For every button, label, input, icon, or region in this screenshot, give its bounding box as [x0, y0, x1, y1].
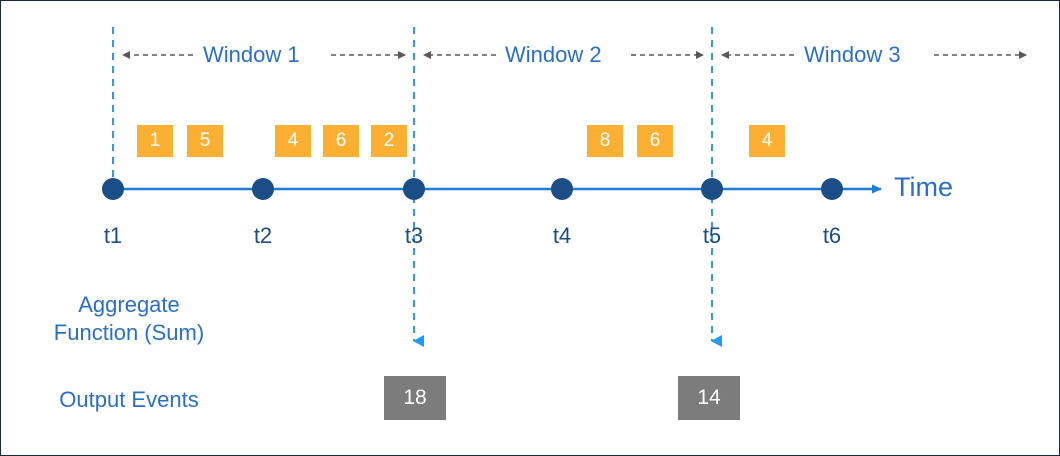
- input-event-box: 4: [749, 125, 785, 157]
- tick-label-t1: t1: [103, 223, 123, 248]
- input-event-box: 5: [187, 125, 223, 157]
- tick-label-t4: t4: [552, 223, 572, 248]
- input-event-box: 6: [323, 125, 359, 157]
- aggregate-function-label: Aggregate Function (Sum): [53, 292, 205, 345]
- input-event-box: 1: [137, 125, 173, 157]
- input-event-box: 8: [587, 125, 623, 157]
- window-label-3: Window 3: [798, 42, 907, 68]
- output-event-box: 18: [384, 376, 446, 420]
- output-event-box: 14: [678, 376, 740, 420]
- input-event-box: 6: [637, 125, 673, 157]
- time-axis-label: Time: [894, 172, 953, 202]
- time-axis: [102, 178, 882, 200]
- window-label-2: Window 2: [499, 42, 608, 68]
- tick-label-t6: t6: [822, 223, 842, 248]
- output-events-label: Output Events: [59, 387, 199, 412]
- tick-label-t2: t2: [253, 223, 273, 248]
- input-event-box: 4: [275, 125, 311, 157]
- tick-label-t3: t3: [404, 223, 424, 248]
- window-label-1: Window 1: [197, 42, 306, 68]
- input-event-box: 2: [371, 125, 407, 157]
- tick-label-t5: t5: [702, 223, 722, 248]
